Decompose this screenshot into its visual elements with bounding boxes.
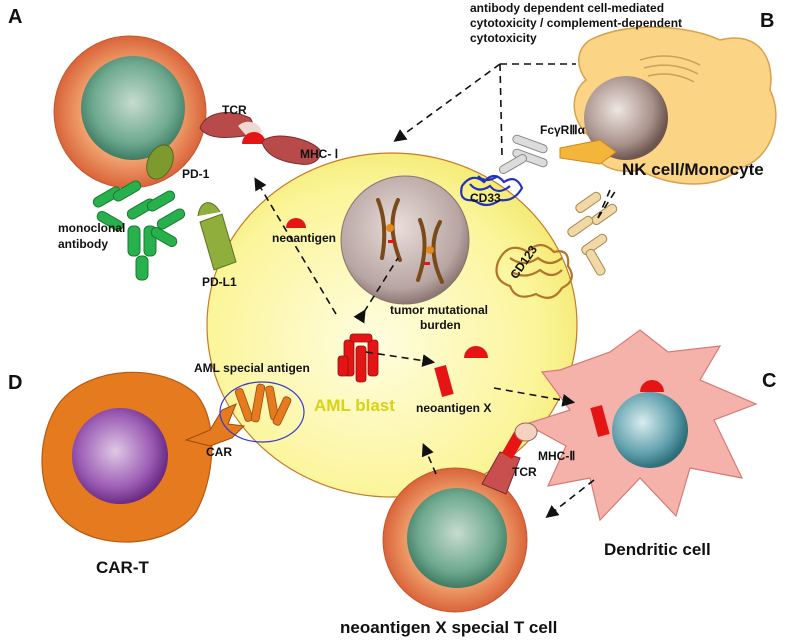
mutation-mark — [424, 262, 430, 265]
t-cell-top-left — [53, 35, 207, 189]
adcc-label-line2: cytotoxicity / complement-dependent — [470, 16, 683, 30]
antibody-label: antibody — [58, 237, 108, 251]
monoclonal-label: monoclonal — [58, 221, 126, 235]
neoantigen-x-bar — [434, 364, 454, 398]
panel-label-b: B — [760, 10, 775, 32]
car-receptor — [184, 403, 246, 447]
car-label: CAR — [206, 445, 232, 459]
neoantigen-label: neoantigen — [272, 231, 337, 245]
neoantigen-x-label: neoantigen X — [416, 401, 492, 415]
panel-label-a: A — [8, 6, 23, 28]
tmb-label-line2: burden — [420, 318, 461, 332]
mhc1-molecule — [261, 135, 321, 165]
mhc2-molecule — [514, 422, 538, 442]
dc-neoantigen-bar — [590, 404, 610, 438]
aml-blast-label: AML blast — [314, 396, 395, 415]
arrows — [254, 63, 617, 518]
aml-special-antigen — [219, 381, 305, 443]
adcc-label-line1: antibody dependent cell-mediated — [470, 1, 665, 15]
aml-blast-cell — [206, 152, 578, 498]
centromere — [426, 246, 434, 254]
panel-label-d: D — [8, 372, 23, 394]
nk-cell-monocyte — [573, 26, 777, 185]
pdl1-head — [197, 202, 221, 217]
mutation-mark — [388, 240, 394, 243]
neoantigen-x-t-cell-label: neoantigen X special T cell — [340, 618, 558, 637]
dc-neoantigen-cap — [640, 380, 664, 392]
mhc1-label: MHC- Ⅰ — [300, 147, 339, 161]
cd33-protein — [460, 174, 524, 207]
tcr-bottom-label: TCR — [512, 465, 537, 479]
neoantigen-free — [286, 218, 306, 228]
fcgr-label: FcγRⅢα — [540, 123, 585, 137]
neoantigen-mhc1 — [242, 132, 266, 144]
cd33-label: CD33 — [470, 191, 501, 205]
car-t-cell — [41, 371, 213, 543]
neoantigen-x-t-cell — [382, 467, 528, 613]
tcr-receptor-bottom — [481, 451, 521, 495]
fcgr-receptor — [559, 139, 617, 165]
nk-cell-label: NK cell/Monocyte — [622, 160, 764, 179]
tmb-label-line1: tumor mutational — [390, 303, 488, 317]
panel-label-c: C — [762, 370, 777, 392]
car-t-label: CAR-T — [96, 558, 149, 577]
pd1-label: PD-1 — [182, 167, 210, 181]
cd123-antibody — [567, 191, 618, 276]
aml-special-antigen-label: AML special antigen — [194, 361, 310, 375]
monoclonal-antibody — [92, 180, 186, 281]
neoantigen-x-cap — [464, 346, 488, 358]
dendritic-cell-label: Dendritic cell — [604, 540, 711, 559]
tcr-top-label: TCR — [222, 103, 247, 117]
adcc-label-line3: cytotoxicity — [470, 31, 537, 45]
adcc-antibody — [498, 134, 548, 174]
cd123-protein — [495, 243, 573, 299]
centromere — [386, 224, 394, 232]
pdl1-label: PD-L1 — [202, 275, 237, 289]
dendritic-cell — [524, 329, 758, 522]
mutant-protein-cluster — [337, 333, 379, 383]
mhc2-label: MHC-Ⅱ — [538, 449, 576, 463]
pd1-receptor — [146, 144, 174, 180]
pdl1-ligand — [199, 213, 237, 271]
